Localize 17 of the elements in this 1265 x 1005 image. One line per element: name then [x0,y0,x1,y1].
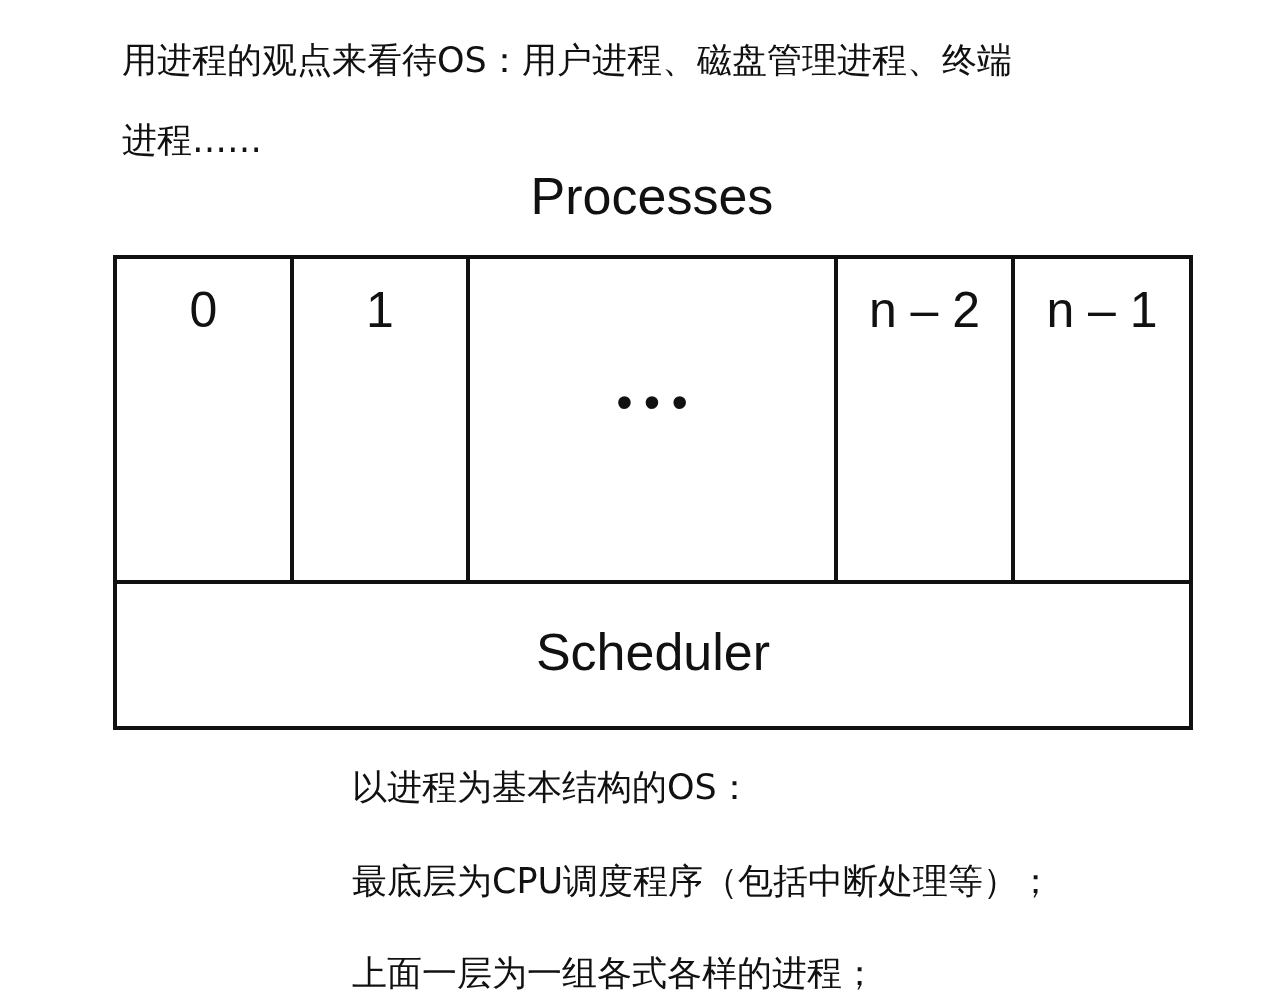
note-text: 最底层为CPU调度程序（包括中断处理等）； [352,860,1054,903]
process-cell [1011,255,1193,580]
process-cell [834,255,1011,580]
process-cell [466,255,834,580]
scheduler-box [113,580,1193,730]
ellipsis: • • • [615,377,689,427]
process-cell [113,255,290,580]
process-number: n – 1 [1045,281,1159,339]
note-text: 以进程为基本结构的OS： [352,766,752,809]
note-text: 上面一层为一组各式各样的进程； [352,952,877,995]
scheduler-label: Scheduler [534,622,772,682]
note-text: 用进程的观点来看待OS：用户进程、磁盘管理进程、终端进程…… [122,39,1013,162]
process-cell [290,255,466,580]
process-number: 1 [365,281,395,339]
process-number: 0 [188,281,219,339]
process-number: n – 2 [867,281,982,339]
diagram-title: Processes [529,166,775,226]
